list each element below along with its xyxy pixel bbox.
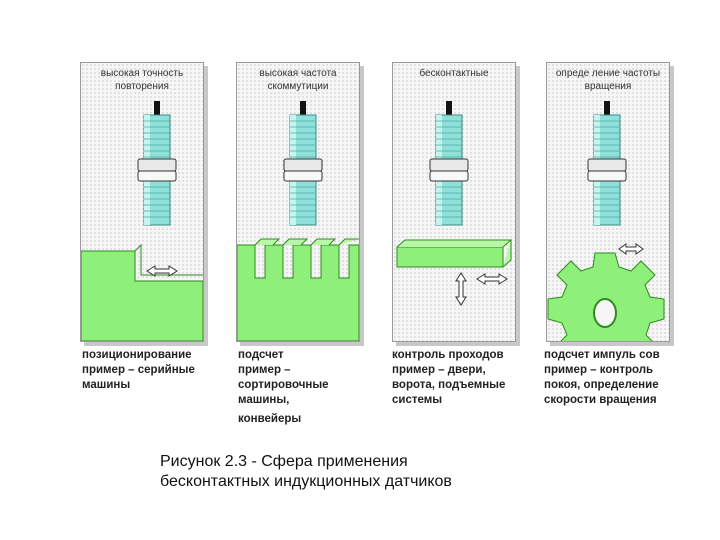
- gear-icon: [547, 252, 665, 341]
- target-edge: [134, 243, 203, 276]
- figure-title-line-1: Рисунок 2.3 - Сфера применения: [160, 453, 408, 470]
- inductive-sensor-icon: [283, 100, 323, 226]
- inductive-sensor-icon: [429, 100, 469, 226]
- figure-title: Рисунок 2.3 - Сфера применения бесконтак…: [160, 452, 580, 492]
- horizontal-arrow-icon: [146, 265, 178, 277]
- figure-title-line-2: бесконтактных индукционных датчиков: [160, 473, 452, 490]
- sensor-positioning-illustration: [81, 100, 203, 341]
- panel-rotation-speed: опреде ление частоты вращения: [546, 62, 670, 342]
- target-block: [81, 250, 203, 341]
- caption-line: пример – контроль: [544, 364, 654, 376]
- caption-line: контроль проходов: [392, 349, 504, 361]
- horizontal-arrow-icon: [476, 273, 508, 285]
- caption-positioning: позиционирование пример – серийные машин…: [82, 348, 217, 393]
- caption-line: системы: [392, 394, 443, 406]
- caption-line: ворота, подъемные: [392, 379, 506, 391]
- panel-label: бесконтактные: [419, 68, 489, 79]
- caption-line: пример –: [238, 364, 291, 376]
- caption-line: пример – двери,: [392, 364, 486, 376]
- panel-positioning: высокая точность повторения: [80, 62, 204, 342]
- caption-line: машины: [82, 379, 131, 391]
- caption-line: пример – серийные: [82, 364, 195, 376]
- sensor-rotation-illustration: [547, 100, 665, 341]
- caption-rotation-speed: подсчет импуль сов пример – контроль пок…: [544, 348, 684, 408]
- caption-line: подсчет: [238, 349, 284, 361]
- caption-counting: подсчет пример – сортировочные машины, к…: [238, 348, 373, 427]
- vertical-arrow-icon: [455, 272, 467, 306]
- toothed-rail: [237, 244, 359, 341]
- sensor-counting-illustration: [237, 100, 359, 341]
- inductive-sensor-icon: [137, 100, 177, 226]
- caption-line: подсчет импуль сов: [544, 349, 660, 361]
- caption-line: машины,: [238, 394, 290, 406]
- sensor-passage-illustration: [396, 100, 513, 306]
- panel-label: опреде ление частоты вращения: [555, 68, 661, 92]
- horizontal-arrow-icon: [618, 243, 644, 255]
- caption-line: позиционирование: [82, 349, 192, 361]
- caption-passage-control: контроль проходов пример – двери, ворота…: [392, 348, 527, 408]
- caption-line: сортировочные: [238, 379, 329, 391]
- inductive-sensor-icon: [587, 100, 627, 226]
- caption-line: покоя, определение: [544, 379, 659, 391]
- caption-line: конвейеры: [238, 413, 302, 425]
- caption-line: скорости вращения: [544, 394, 657, 406]
- panel-label: высокая частота скоммутиции: [259, 68, 337, 92]
- panel-counting: высокая частота скоммутиции: [236, 62, 360, 342]
- moving-plate: [396, 246, 504, 268]
- panel-label: высокая точность повторения: [100, 68, 184, 92]
- panel-passage-control: бесконтактные: [392, 62, 516, 342]
